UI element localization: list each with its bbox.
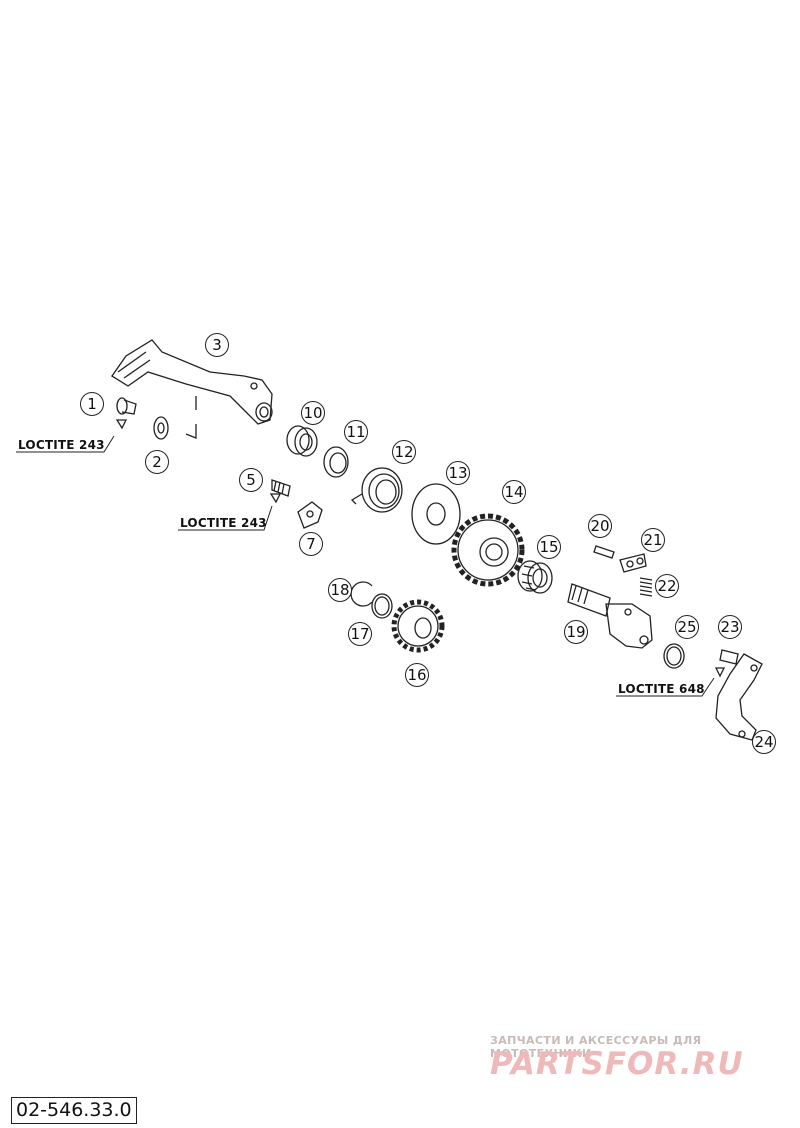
- callout-3: 3: [205, 333, 229, 357]
- watermark-logo: PARTSFOR.RU: [490, 1046, 744, 1082]
- document-number: 02-546.33.0: [11, 1097, 137, 1124]
- callout-14: 14: [502, 480, 526, 504]
- callout-13: 13: [446, 461, 470, 485]
- loctite-label-1: LOCTITE 243: [18, 438, 105, 452]
- callout-11: 11: [344, 420, 368, 444]
- part-bracket-7: [297, 501, 323, 529]
- loctite-label-3: LOCTITE 648: [618, 682, 705, 696]
- callout-1: 1: [80, 392, 104, 416]
- callout-16: 16: [405, 663, 429, 687]
- part-thrust-washer-13: [411, 483, 461, 545]
- callout-2: 2: [145, 450, 169, 474]
- callout-25: 25: [675, 615, 699, 639]
- part-kickstart-gear-14: [451, 513, 525, 587]
- part-kickstart-lever: [111, 339, 273, 439]
- callout-22: 22: [655, 574, 679, 598]
- part-bolt-1: [115, 397, 137, 430]
- part-circlip-18: [350, 581, 373, 607]
- part-washer-2: [153, 416, 169, 440]
- callout-18: 18: [328, 578, 352, 602]
- callout-21: 21: [641, 528, 665, 552]
- part-ring-11: [323, 446, 349, 478]
- part-spring-12: [350, 467, 403, 513]
- watermark-tagline: ЗАПЧАСТИ И АКСЕССУАРЫ ДЛЯ МОТОТЕХНИКИ: [490, 1034, 702, 1060]
- part-needle-bearing-15: [517, 560, 553, 594]
- loctite-label-2: LOCTITE 243: [180, 516, 267, 530]
- callout-23: 23: [718, 615, 742, 639]
- callout-10: 10: [301, 401, 325, 425]
- part-oring-25: [663, 643, 685, 669]
- callout-5: 5: [239, 468, 263, 492]
- part-screw-23: [714, 649, 739, 678]
- callout-17: 17: [348, 622, 372, 646]
- part-pin-20: [593, 545, 615, 559]
- callout-7: 7: [299, 532, 323, 556]
- part-guide-plate-24: [715, 653, 763, 741]
- part-idler-gear-16: [391, 599, 445, 653]
- callout-20: 20: [588, 514, 612, 538]
- callout-24: 24: [752, 730, 776, 754]
- part-screw-5: [269, 479, 291, 504]
- callout-15: 15: [537, 535, 561, 559]
- part-spring-22: [639, 577, 653, 597]
- callout-19: 19: [564, 620, 588, 644]
- part-washer-17: [371, 593, 393, 619]
- leader-lines: [16, 435, 715, 697]
- part-bushing-10: [286, 425, 318, 457]
- part-ratchet-21: [619, 553, 647, 573]
- part-kickstart-shaft-19: [567, 583, 653, 649]
- callout-12: 12: [392, 440, 416, 464]
